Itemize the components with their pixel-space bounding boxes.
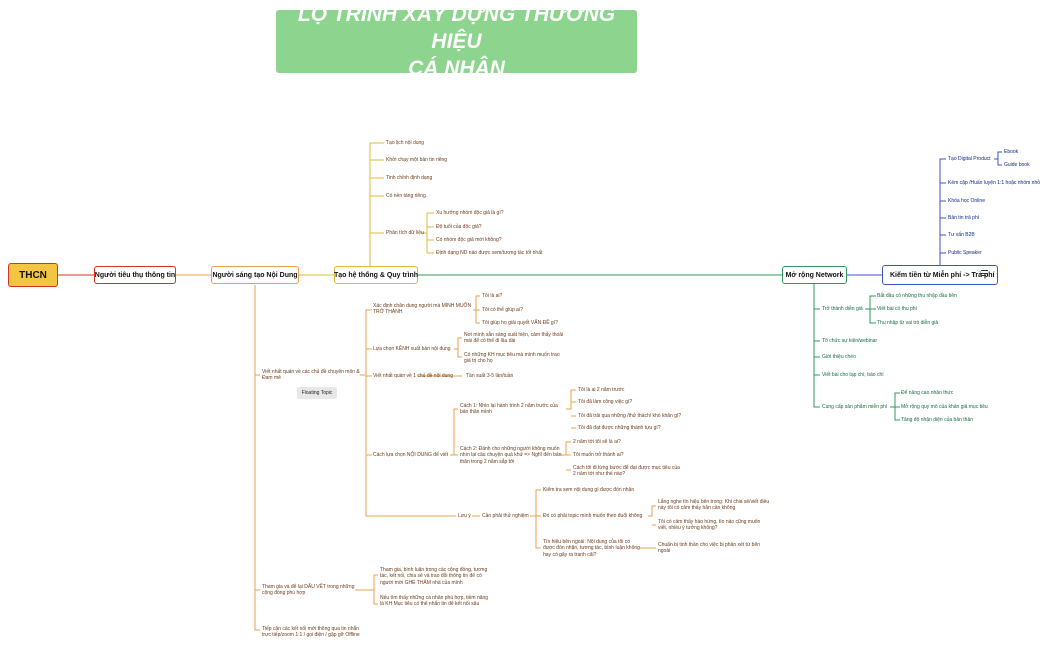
system-item-analyze: Phân tích dữ liệu (386, 230, 424, 236)
way2-item-2: Tôi muốn trở thành ai? (573, 452, 624, 458)
test-item-3: Tín hiệu bên ngoài: Nội dung của tôi có … (543, 539, 640, 558)
way1-item-4: Tôi đã đạt được những thành tựu gì? (578, 425, 661, 431)
guest-item-1: Bắt đầu có những thu nhập đầu tiên (877, 293, 957, 299)
way2-item-3: Cách tôi đi từng bước để đạt được mục ti… (573, 465, 680, 478)
analyze-item-1: Xu hướng nhóm độc giả là gì? (436, 210, 504, 216)
monetize-item-speaker: Public Speaker (948, 250, 982, 256)
way1-item-2: Tôi đã làm công việc gì? (578, 399, 633, 405)
network-item-guest-post: Viết bài cho tạp chí, báo chí (822, 372, 884, 378)
guest-item-2: Viết bài có thu phí (877, 306, 917, 312)
system-item-format: Tinh chỉnh định dạng (386, 175, 433, 181)
note-test: Cần phải thử nghiệm (482, 513, 529, 519)
identify-item-1: Tôi là ai? (482, 293, 503, 299)
system-item-chain: Khởi chạy một bản tin riêng (386, 157, 448, 163)
join-item-2: Nếu tìm thấy những cá nhân phù hợp, tiềm… (380, 595, 489, 608)
title-line-2: CÁ NHÂN (408, 57, 505, 80)
analyze-item-4: Định dạng ND nào được xem/tương tác tốt … (436, 250, 543, 256)
analyze-item-3: Có nhóm độc giả mới không? (436, 237, 502, 243)
choose-way-2: Cách 2: Đánh cho những người không muốn … (460, 446, 562, 465)
creator-item-choose: Cách lựa chọn NỘI DUNG để viết (373, 452, 449, 458)
creator-item-topic: Viết nhất quán về 1 chủ đề nội dung (373, 373, 453, 379)
deliver-item-3: Tăng độ nhận diện của bản thân (901, 417, 974, 423)
monetize-item-coaching: Kèm cặp /Huấn luyện 1:1 hoặc nhóm nhỏ (948, 180, 1041, 186)
identify-item-3: Tôi giúp họ giải quyết VẤN ĐỀ gì? (482, 320, 558, 326)
topic-item-frequency: Tần suất 3-5 lần/tuần (466, 373, 514, 379)
monetize-item-b2b: Tư vấn B2B (948, 232, 975, 238)
node-monetize[interactable]: Kiếm tiền từ Miễn phí -> Trả phí (882, 265, 998, 285)
network-item-guest: Trở thành diễn giả (822, 306, 863, 312)
guest-item-3: Thu nhập từ vai trò diễn giả (877, 320, 939, 326)
monetize-item-paid-news: Bản tin trả phí (948, 215, 980, 221)
way2-item-1: 2 năm tới tôi sẽ là ai? (573, 439, 621, 445)
creator-item-identify: Xác định chân dung người mà MÌNH MUỐN TR… (373, 303, 472, 316)
monetize-item-online: Khóa học Online (948, 198, 985, 204)
join-item-1: Tham gia, bình luận trong các cộng đồng,… (380, 567, 488, 586)
way1-item-1: Tôi là ai 2 năm trước (578, 387, 625, 393)
test-item-2a: Lắng nghe tín hiệu bên trong: Khi chia s… (658, 499, 770, 512)
test-item-3a: Chuẩn bị tinh thần cho việc bị phản xét … (658, 542, 761, 555)
digital-item-ebook: Ebook (1004, 149, 1019, 155)
node-monetize-label: Kiếm tiền từ Miễn phí -> Trả phí (890, 271, 995, 279)
network-item-webinar: Tổ chức sự kiện/webinar (822, 338, 878, 344)
network-item-intro: Giới thiệu chéo (822, 354, 856, 360)
menu-lines-icon[interactable] (981, 270, 988, 276)
creator-item-consistent: Viết nhất quán về các chủ đề chuyên môn … (262, 369, 360, 382)
analyze-item-2: Độ tuổi của độc giả? (436, 224, 482, 230)
deliver-item-2: Mở rộng quy mô của khán giả mục tiêu (901, 404, 988, 410)
test-item-2b: Tôi có cảm thấy hào hứng, tìo nào cũng m… (658, 519, 761, 532)
root-node[interactable]: THCN (8, 263, 58, 287)
identify-item-2: Tôi có thể giúp ai? (482, 307, 523, 313)
node-network[interactable]: Mở rộng Network (782, 266, 847, 284)
channel-item-1: Nơi mình sẵn sàng xuất hiện, cảm thấy th… (464, 332, 564, 345)
channel-item-2: Có những KH mục tiêu mà mình muốn trao g… (464, 352, 560, 365)
system-item-platform: Có nền tảng riêng (386, 193, 426, 199)
deliver-item-1: Để nâng cao nhận thức (901, 390, 954, 396)
floating-topic[interactable]: Floating Topic (297, 387, 337, 399)
digital-item-guide: Guide book (1004, 162, 1030, 168)
node-creator[interactable]: Người sáng tạo Nội Dung (211, 266, 299, 284)
system-item-plan: Tạo lịch nội dung (386, 140, 425, 146)
mindmap-title: LỘ TRÌNH XÂY DỰNG THƯƠNG HIỆU CÁ NHÂN (276, 3, 637, 80)
test-item-1: Kiểm tra xem nội dung gì được đón nhận (543, 487, 635, 493)
creator-item-join: Tham gia và để lại DẤU VẾT trong những c… (262, 584, 355, 597)
title-line-1: LỘ TRÌNH XÂY DỰNG THƯƠNG HIỆU (297, 3, 616, 53)
choose-way-1: Cách 1: Nhìn lại hành trình 2 năm trước … (460, 403, 558, 416)
creator-item-channel: Lựa chọn KÊNH xuất bản nội dung (373, 346, 451, 352)
creator-item-approach: Tiếp cận các kết nối mới thông qua tin n… (262, 626, 360, 639)
network-item-deliver: Cung cấp sản phẩm miễn phí (822, 404, 888, 410)
node-system[interactable]: Tạo hệ thống & Quy trình (334, 266, 418, 284)
monetize-item-digital: Tạo Digital Product (948, 156, 991, 162)
way1-item-3: Tôi đã trải qua những /thử thách/ khó kh… (578, 413, 682, 419)
node-consumer[interactable]: Người tiêu thụ thông tin (94, 266, 176, 284)
test-item-2: Đó có phải topic mình muốn theo đuổi khô… (543, 513, 643, 519)
choose-note: Lưu ý (458, 513, 471, 519)
